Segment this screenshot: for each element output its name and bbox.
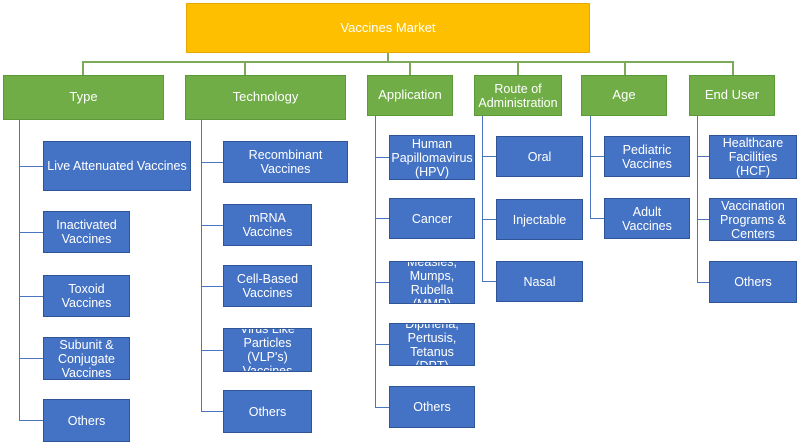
leaf-enduser-others: Others — [709, 261, 797, 303]
type-drop-line — [82, 61, 84, 75]
root-node: Vaccines Market — [186, 3, 590, 53]
leaf-pediatric-vaccines: Pediatric Vaccines — [604, 136, 690, 177]
age-spine-line — [590, 116, 591, 219]
route-branch-line — [482, 156, 496, 157]
category-age: Age — [581, 75, 667, 116]
enduser-spine-line — [697, 116, 698, 282]
category-technology: Technology — [185, 75, 346, 120]
leaf-healthcare-facilities: Healthcare Facilities (HCF) — [709, 135, 797, 179]
technology-branch-line — [201, 162, 223, 163]
enduser-drop-line — [732, 61, 734, 75]
leaf-dpt: Diptheria, Pertusis, Tetanus (DPT) — [389, 323, 475, 366]
enduser-branch-line — [697, 156, 709, 157]
route-branch-line — [482, 281, 496, 282]
type-branch-line — [19, 232, 43, 233]
application-branch-line — [375, 344, 389, 345]
enduser-branch-line — [697, 282, 709, 283]
application-branch-line — [375, 157, 389, 158]
application-branch-line — [375, 407, 389, 408]
leaf-cancer: Cancer — [389, 198, 475, 239]
leaf-type-others: Others — [43, 399, 130, 442]
leaf-oral: Oral — [496, 136, 583, 177]
technology-spine-line — [201, 120, 202, 412]
leaf-subunit-conjugate-vaccines: Subunit & Conjugate Vaccines — [43, 337, 130, 380]
leaf-adult-vaccines: Adult Vaccines — [604, 198, 690, 239]
leaf-mrna-vaccines: mRNA Vaccines — [223, 204, 312, 246]
leaf-vaccination-programs-centers: Vaccination Programs & Centers — [709, 198, 797, 241]
type-branch-line — [19, 296, 43, 297]
category-application: Application — [367, 75, 453, 116]
age-branch-line — [590, 218, 604, 219]
technology-branch-line — [201, 286, 223, 287]
route-drop-line — [517, 61, 519, 75]
category-bus-line — [82, 61, 734, 63]
root-stem-line — [387, 52, 389, 62]
type-branch-line — [19, 166, 43, 167]
technology-branch-line — [201, 225, 223, 226]
technology-branch-line — [201, 411, 223, 412]
route-spine-line — [482, 116, 483, 281]
leaf-vlp-vaccines: Virus Like Particles (VLP's) Vaccines — [223, 328, 312, 372]
technology-branch-line — [201, 350, 223, 351]
type-branch-line — [19, 420, 43, 421]
category-route-of-administration: Route of Administration — [474, 75, 562, 116]
technology-drop-line — [244, 61, 246, 75]
leaf-hpv: Human Papillomavirus (HPV) — [389, 135, 475, 180]
application-drop-line — [409, 61, 411, 75]
route-branch-line — [482, 219, 496, 220]
leaf-toxoid-vaccines: Toxoid Vaccines — [43, 275, 130, 317]
application-branch-line — [375, 218, 389, 219]
application-spine-line — [375, 116, 376, 408]
leaf-cell-based-vaccines: Cell-Based Vaccines — [223, 265, 312, 307]
application-branch-line — [375, 282, 389, 283]
leaf-application-others: Others — [389, 386, 475, 428]
type-branch-line — [19, 358, 43, 359]
leaf-injectable: Injectable — [496, 199, 583, 240]
leaf-technology-others: Others — [223, 390, 312, 433]
age-branch-line — [590, 156, 604, 157]
leaf-recombinant-vaccines: Recombinant Vaccines — [223, 141, 348, 183]
enduser-branch-line — [697, 219, 709, 220]
leaf-live-attenuated-vaccines: Live Attenuated Vaccines — [43, 141, 191, 191]
age-drop-line — [624, 61, 626, 75]
leaf-nasal: Nasal — [496, 261, 583, 302]
leaf-inactivated-vaccines: Inactivated Vaccines — [43, 211, 130, 253]
category-end-user: End User — [689, 75, 775, 116]
leaf-mmr: Measles, Mumps, Rubella (MMR) — [389, 261, 475, 304]
category-type: Type — [3, 75, 164, 120]
type-spine-line — [19, 120, 20, 421]
